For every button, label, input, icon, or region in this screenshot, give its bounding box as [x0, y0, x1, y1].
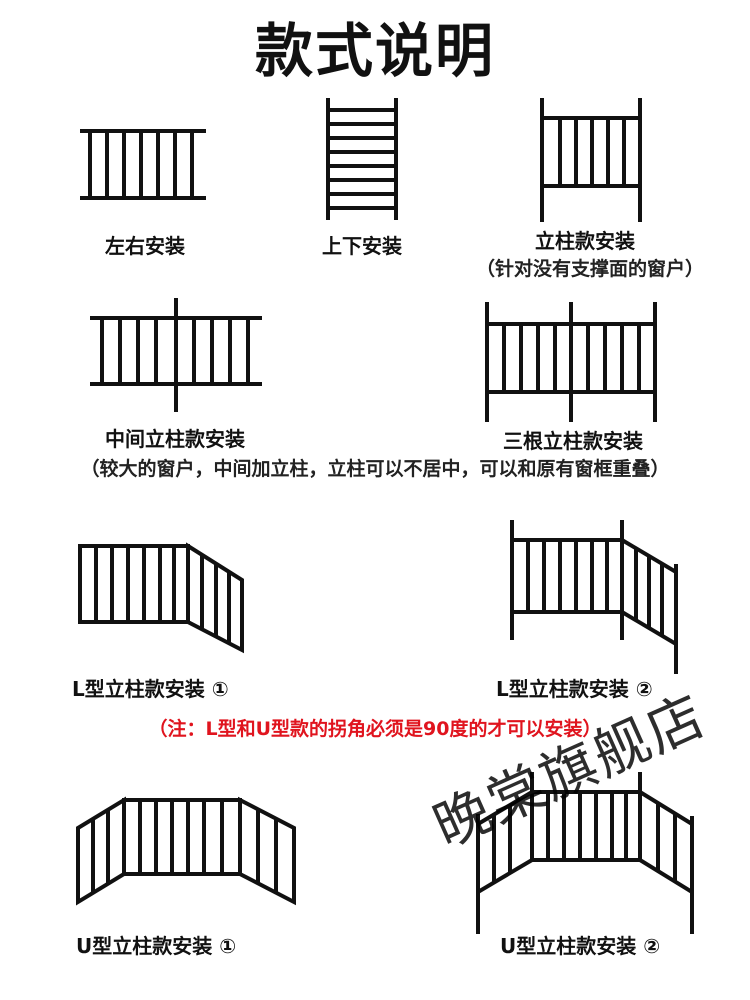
l-type-2-diagram: [506, 516, 686, 676]
middle-post-label: 中间立柱款安装: [105, 427, 245, 451]
l-type-1-diagram: [76, 542, 248, 654]
post-note: （针对没有支撑面的窗户）: [475, 258, 704, 280]
l-type-1-label: L型立柱款安装 ①: [72, 677, 229, 701]
middle-post-diagram: [86, 296, 264, 416]
top-bottom-diagram: [320, 96, 404, 224]
three-post-label: 三根立柱款安装: [503, 429, 643, 453]
post-diagram: [536, 96, 648, 224]
lu-corner-note: （注：L型和U型款的拐角必须是90度的才可以安装）: [148, 718, 602, 740]
u-type-1-diagram: [74, 796, 300, 906]
left-right-label: 左右安装: [105, 234, 185, 258]
u-type-2-diagram: [472, 768, 702, 938]
u-type-2-label: U型立柱款安装 ②: [500, 934, 661, 958]
l-type-2-label: L型立柱款安装 ②: [496, 677, 653, 701]
middle-post-note: （较大的窗户，中间加立柱，立柱可以不居中，可以和原有窗框重叠）: [80, 458, 670, 480]
u-type-1-label: U型立柱款安装 ①: [76, 934, 237, 958]
page-title: 款式说明: [254, 17, 495, 85]
top-bottom-label: 上下安装: [322, 234, 402, 258]
three-post-diagram: [483, 298, 663, 424]
post-label: 立柱款安装: [535, 229, 635, 253]
left-right-diagram: [80, 126, 210, 206]
